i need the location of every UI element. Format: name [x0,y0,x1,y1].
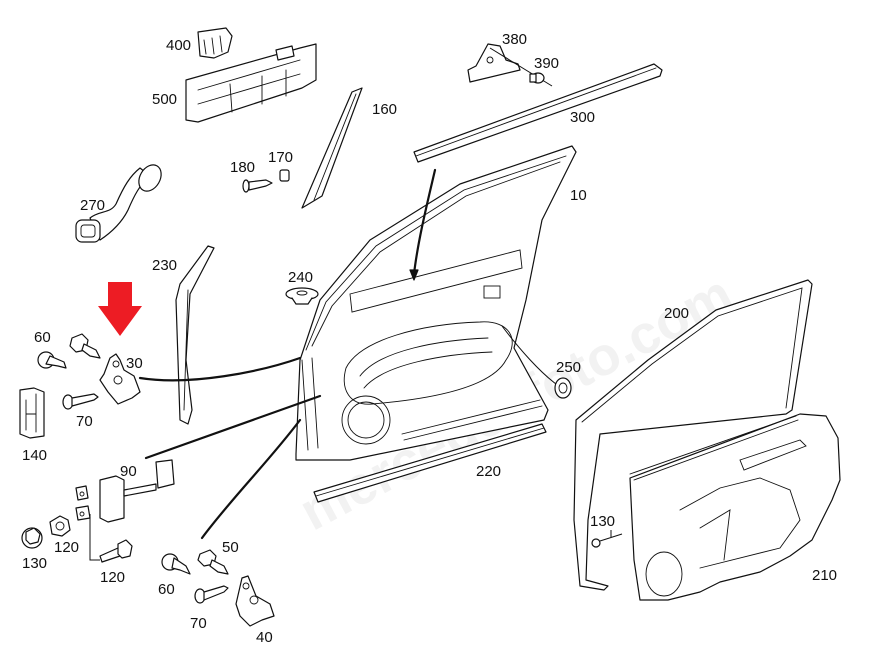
label-180[interactable]: 180 [230,159,255,176]
arrowhead [409,269,419,281]
part-170-clip[interactable] [279,169,290,182]
label-210[interactable]: 210 [812,567,837,584]
leader-380-to-10 [412,168,437,276]
label-80[interactable]: 90 [120,463,137,480]
leader-40-to-door [200,418,302,540]
down-arrow-icon [98,282,142,336]
label-240[interactable]: 220 [476,463,501,480]
part-250-grommet[interactable] [285,287,319,305]
part-30-hinge[interactable] [99,353,141,405]
label-230[interactable]: 230 [152,257,177,274]
part-70-screw-lower[interactable] [194,585,229,604]
label-220[interactable]: 130 [590,513,615,530]
part-270-cable-conduit[interactable] [75,161,166,243]
label-160[interactable]: 160 [372,101,397,118]
part-70-screw-upper[interactable] [62,393,99,410]
label-130[interactable]: 140 [22,447,47,464]
part-300-plug[interactable] [554,377,572,399]
part-180-screw[interactable] [242,179,273,193]
label-40[interactable]: 40 [256,629,273,646]
label-170[interactable]: 170 [268,149,293,166]
label-510[interactable]: 500 [152,91,177,108]
part-50-bolt[interactable] [197,549,229,575]
label-390[interactable]: 380 [502,31,527,48]
part-60-screw-lower[interactable] [161,553,191,575]
label-250[interactable]: 240 [288,269,313,286]
part-200-door-seal[interactable] [573,279,813,591]
part-130-buffer[interactable] [19,387,45,439]
part-380-window-seal-strip[interactable] [413,63,663,163]
label-30[interactable]: 30 [126,355,143,372]
part-220-plug[interactable] [591,530,623,548]
label-400[interactable]: 390 [534,55,559,72]
part-500-clip[interactable] [197,27,233,59]
label-10[interactable]: 10 [570,187,587,204]
leader-30-to-door [138,356,302,382]
part-400-rivet[interactable] [529,72,545,84]
part-10-door-shell[interactable] [295,145,577,461]
label-140[interactable]: 130 [22,555,47,572]
label-60-upper[interactable]: 60 [34,329,51,346]
label-380[interactable]: 300 [570,109,595,126]
part-80-door-check-strap[interactable] [75,459,175,523]
label-90[interactable]: 120 [54,539,79,556]
part-120-bolt[interactable] [89,514,133,563]
label-200[interactable]: 200 [664,305,689,322]
part-230-front-seal-strip[interactable] [175,245,215,425]
part-160-b-pillar-trim[interactable] [301,87,363,209]
leader-80-to-door [144,394,322,460]
part-60-screw-upper[interactable] [37,351,67,369]
label-300[interactable]: 250 [556,359,581,376]
part-140-nut[interactable] [21,527,43,549]
label-270[interactable]: 270 [80,197,105,214]
part-210-sound-insulation-panel[interactable] [629,413,841,601]
label-500[interactable]: 400 [166,37,191,54]
part-hex-bolt-upper[interactable] [69,333,101,359]
label-70-lower[interactable]: 70 [190,615,207,632]
part-240-lower-seal[interactable] [313,423,547,503]
label-120[interactable]: 120 [100,569,125,586]
label-70-upper[interactable]: 70 [76,413,93,430]
label-60-lower[interactable]: 60 [158,581,175,598]
part-40-lower-hinge[interactable] [235,575,275,627]
part-510-module[interactable] [185,43,317,123]
part-90-nut[interactable] [49,515,71,537]
label-50[interactable]: 50 [222,539,239,556]
leader-300 [501,325,557,385]
